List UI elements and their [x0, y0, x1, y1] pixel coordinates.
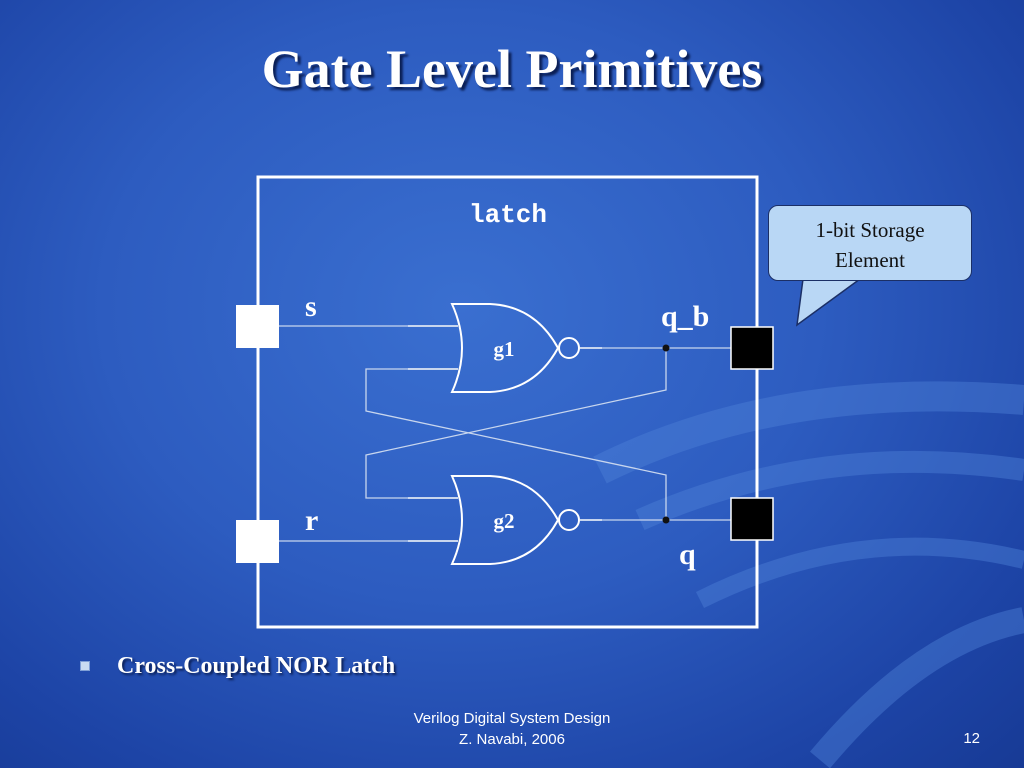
- bullet-square-icon: [80, 661, 90, 671]
- footer-line2: Z. Navabi, 2006: [459, 731, 565, 748]
- callout-tail-join: [801, 278, 858, 280]
- port-s: [236, 305, 279, 348]
- label-q-b: q_b: [661, 300, 709, 333]
- background-swirl: [593, 381, 1024, 768]
- bullet-text: Cross-Coupled NOR Latch: [117, 653, 396, 679]
- slide-title: Gate Level Primitives: [261, 39, 763, 99]
- callout-tail: [796, 278, 863, 327]
- module-name: latch: [469, 200, 547, 230]
- callout-line2: Element: [835, 248, 905, 272]
- nor-gate-g2: g2: [450, 475, 580, 565]
- port-q: [730, 497, 774, 541]
- module-box: [256, 175, 759, 629]
- callout-line1: 1-bit Storage: [815, 218, 925, 242]
- gate-label-g2: g2: [494, 509, 515, 533]
- label-s: s: [305, 290, 317, 323]
- port-r: [236, 520, 279, 563]
- junction-dot-q: [662, 516, 670, 524]
- storage-callout: 1-bit Storage Element: [768, 205, 972, 281]
- nor-gate-g1: g1: [450, 303, 580, 393]
- wires: [279, 325, 731, 542]
- gate-label-g1: g1: [494, 337, 515, 361]
- junction-dot-qb: [662, 344, 670, 352]
- label-q: q: [679, 538, 696, 571]
- label-r: r: [305, 504, 318, 537]
- footer-line1: Verilog Digital System Design: [413, 710, 611, 727]
- port-q-b: [730, 326, 774, 370]
- page-number: 12: [963, 730, 980, 747]
- footer: Verilog Digital System Design Z. Navabi,…: [362, 708, 662, 750]
